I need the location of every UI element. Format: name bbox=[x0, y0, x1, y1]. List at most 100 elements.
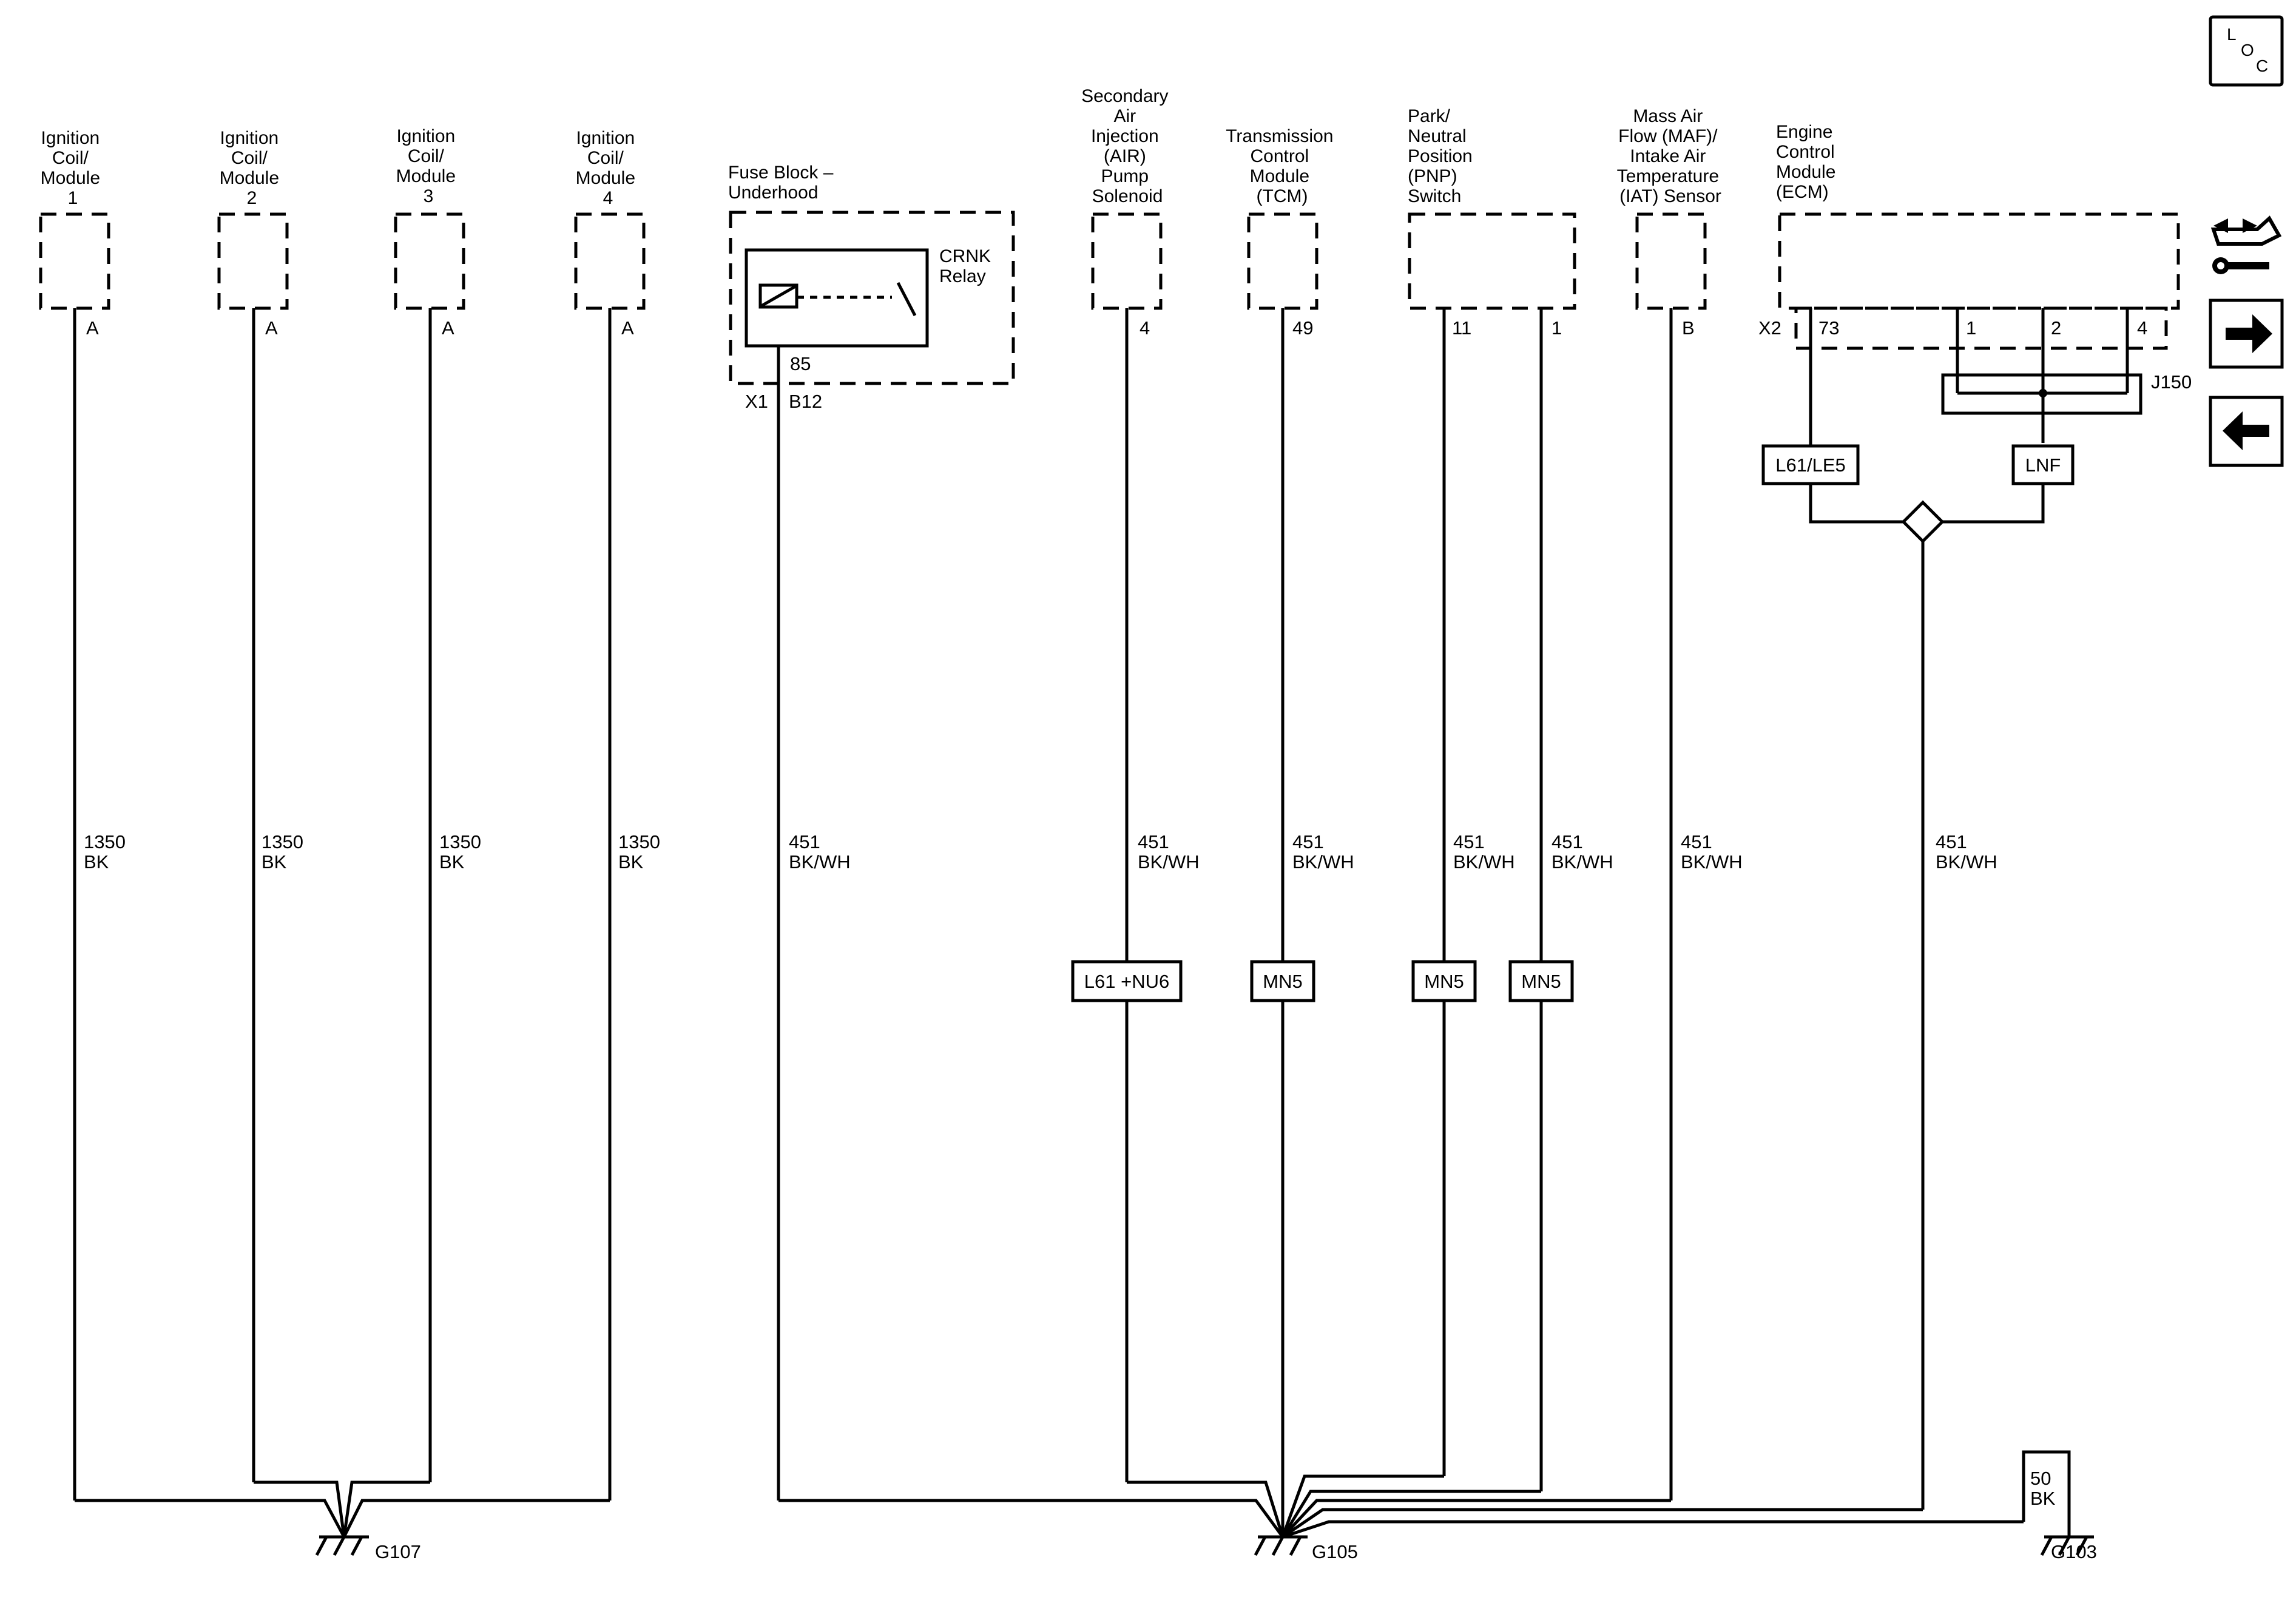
ecm-connector: X2 bbox=[1758, 317, 1781, 339]
j150-splice-dot bbox=[2039, 389, 2047, 397]
wire-color: BK/WH bbox=[1551, 851, 1613, 873]
pnp-label: Park/ Neutral Position (PNP) Switch bbox=[1408, 106, 1477, 206]
wire-gauge: 1350 bbox=[439, 831, 481, 852]
coil3-box bbox=[394, 212, 465, 310]
ecm-pin-2: 2 bbox=[2051, 317, 2061, 339]
fuse-block-pin: 85 bbox=[790, 353, 811, 374]
wire-color: BK/WH bbox=[789, 851, 851, 873]
option-mn5: MN5 bbox=[1263, 971, 1302, 992]
option-mn5: MN5 bbox=[1521, 971, 1561, 992]
maf-pin: B bbox=[1682, 317, 1695, 339]
ground-g105-label: G105 bbox=[1312, 1541, 1358, 1562]
ignition-coil-module-3: Ignition Coil/ Module 3 A bbox=[394, 126, 465, 339]
wire-gauge: 451 bbox=[1138, 831, 1169, 852]
crnk-relay-box bbox=[745, 248, 929, 348]
loc-letter-o: O bbox=[2241, 41, 2254, 59]
air-pump-label: Secondary Air Injection (AIR) Pump Solen… bbox=[1081, 86, 1173, 206]
wire-gauge: 1350 bbox=[262, 831, 303, 852]
option-labels: L61 +NU6 MN5 MN5 MN5 bbox=[1071, 960, 1574, 1002]
coil4-label: Ignition Coil/ Module 4 bbox=[576, 128, 641, 208]
coil2-pin: A bbox=[265, 317, 278, 339]
ecm-pin-1: 1 bbox=[1966, 317, 1976, 339]
transmission-control-module: Transmission Control Module (TCM) 49 bbox=[1226, 126, 1339, 339]
relay-coil-diagonal bbox=[760, 285, 797, 308]
option-mn5-box bbox=[1411, 960, 1477, 1002]
wire-gauge: 451 bbox=[1936, 831, 1967, 852]
ignition-coil-module-2: Ignition Coil/ Module 2 A bbox=[217, 128, 289, 339]
coil1-label: Ignition Coil/ Module 1 bbox=[41, 128, 106, 208]
wire-color: BK/WH bbox=[1292, 851, 1354, 873]
ecm-pin-4: 4 bbox=[2137, 317, 2147, 339]
coil2-box bbox=[217, 212, 289, 310]
secondary-air-injection-pump-solenoid: Secondary Air Injection (AIR) Pump Solen… bbox=[1081, 86, 1173, 339]
park-neutral-position-switch: Park/ Neutral Position (PNP) Switch 11 1 bbox=[1408, 106, 1576, 339]
tcm-box bbox=[1247, 212, 1319, 310]
option-diamond bbox=[1901, 500, 1945, 544]
wire-color: BK bbox=[2030, 1488, 2056, 1509]
j150-label: J150 bbox=[2151, 371, 2192, 393]
pnp-box bbox=[1408, 212, 1576, 310]
coil4-box bbox=[574, 212, 646, 310]
maf-iat-sensor: Mass Air Flow (MAF)/ Intake Air Temperat… bbox=[1617, 106, 1721, 339]
coil1-pin: A bbox=[86, 317, 99, 339]
wire-gauge: 1350 bbox=[618, 831, 660, 852]
coil3-label: Ignition Coil/ Module 3 bbox=[396, 126, 461, 206]
coil1-box bbox=[39, 212, 110, 310]
location-button[interactable]: L O C bbox=[2209, 15, 2284, 87]
wire-color: BK/WH bbox=[1138, 851, 1200, 873]
coil2-label: Ignition Coil/ Module 2 bbox=[220, 128, 285, 208]
engine-control-module: Engine Control Module (ECM) X2 73 1 2 4 … bbox=[1758, 122, 2192, 544]
option-l61-nu6: L61 +NU6 bbox=[1084, 971, 1169, 992]
ecm-box bbox=[1778, 212, 2180, 310]
arrow-right-icon bbox=[2226, 314, 2272, 353]
wire-gauge: 451 bbox=[789, 831, 820, 852]
next-page-button[interactable] bbox=[2209, 299, 2284, 369]
wire-color: BK/WH bbox=[1681, 851, 1743, 873]
air-pump-box bbox=[1091, 212, 1163, 310]
ground-g103-label: G103 bbox=[2051, 1541, 2097, 1562]
arrow-left-icon bbox=[2223, 411, 2269, 450]
crnk-relay-label: CRNK Relay bbox=[939, 246, 996, 286]
wire-color: BK/WH bbox=[1453, 851, 1515, 873]
tcm-label: Transmission Control Module (TCM) bbox=[1226, 126, 1339, 206]
previous-page-button[interactable] bbox=[2209, 396, 2284, 467]
pnp-pin-1: 1 bbox=[1551, 317, 1562, 339]
wire-gauge: 451 bbox=[1453, 831, 1485, 852]
wire-color: BK bbox=[84, 851, 109, 873]
option-l61-le5-box bbox=[1761, 444, 1860, 485]
wire-gauge: 50 bbox=[2030, 1468, 2051, 1489]
wire-gauge: 451 bbox=[1681, 831, 1712, 852]
option-lnf-box bbox=[2011, 444, 2075, 485]
ignition-coil-module-1: Ignition Coil/ Module 1 A bbox=[39, 128, 110, 339]
air-pump-pin: 4 bbox=[1140, 317, 1150, 339]
wire-color: BK bbox=[439, 851, 465, 873]
option-l61-le5: L61/LE5 bbox=[1775, 454, 1846, 476]
option-l61-nu6-box bbox=[1071, 960, 1183, 1002]
option-lnf: LNF bbox=[2025, 454, 2061, 476]
fuse-block-box bbox=[729, 211, 1015, 385]
wire-gauge: 451 bbox=[1551, 831, 1583, 852]
ecm-connector-box bbox=[1794, 306, 2168, 350]
tcm-pin: 49 bbox=[1292, 317, 1313, 339]
relay-switch-icon bbox=[896, 282, 917, 317]
pnp-pin-11: 11 bbox=[1452, 317, 1471, 339]
ground-g107-label: G107 bbox=[375, 1541, 421, 1562]
loc-letter-l: L bbox=[2227, 25, 2237, 44]
fuse-block-underhood: Fuse Block – Underhood CRNK Relay 85 X1 … bbox=[728, 163, 1015, 412]
ground-g105: G105 bbox=[1254, 1535, 1358, 1562]
ecm-pin-73: 73 bbox=[1818, 317, 1839, 339]
ground-g103: G103 bbox=[2040, 1535, 2097, 1562]
maf-box bbox=[1635, 212, 1707, 310]
fuse-block-connector: X1 bbox=[745, 391, 768, 412]
wire-color: BK bbox=[262, 851, 287, 873]
ignition-coil-module-4: Ignition Coil/ Module 4 A bbox=[574, 128, 646, 339]
loc-letter-c: C bbox=[2256, 56, 2268, 75]
wire-color: BK bbox=[618, 851, 644, 873]
wires bbox=[73, 308, 2071, 1539]
wire-color: BK/WH bbox=[1936, 851, 1997, 873]
connector-info-icon[interactable] bbox=[2210, 215, 2282, 274]
option-mn5-box bbox=[1508, 960, 1574, 1002]
option-mn5: MN5 bbox=[1424, 971, 1464, 992]
ecm-label: Engine Control Module (ECM) bbox=[1776, 122, 1841, 202]
